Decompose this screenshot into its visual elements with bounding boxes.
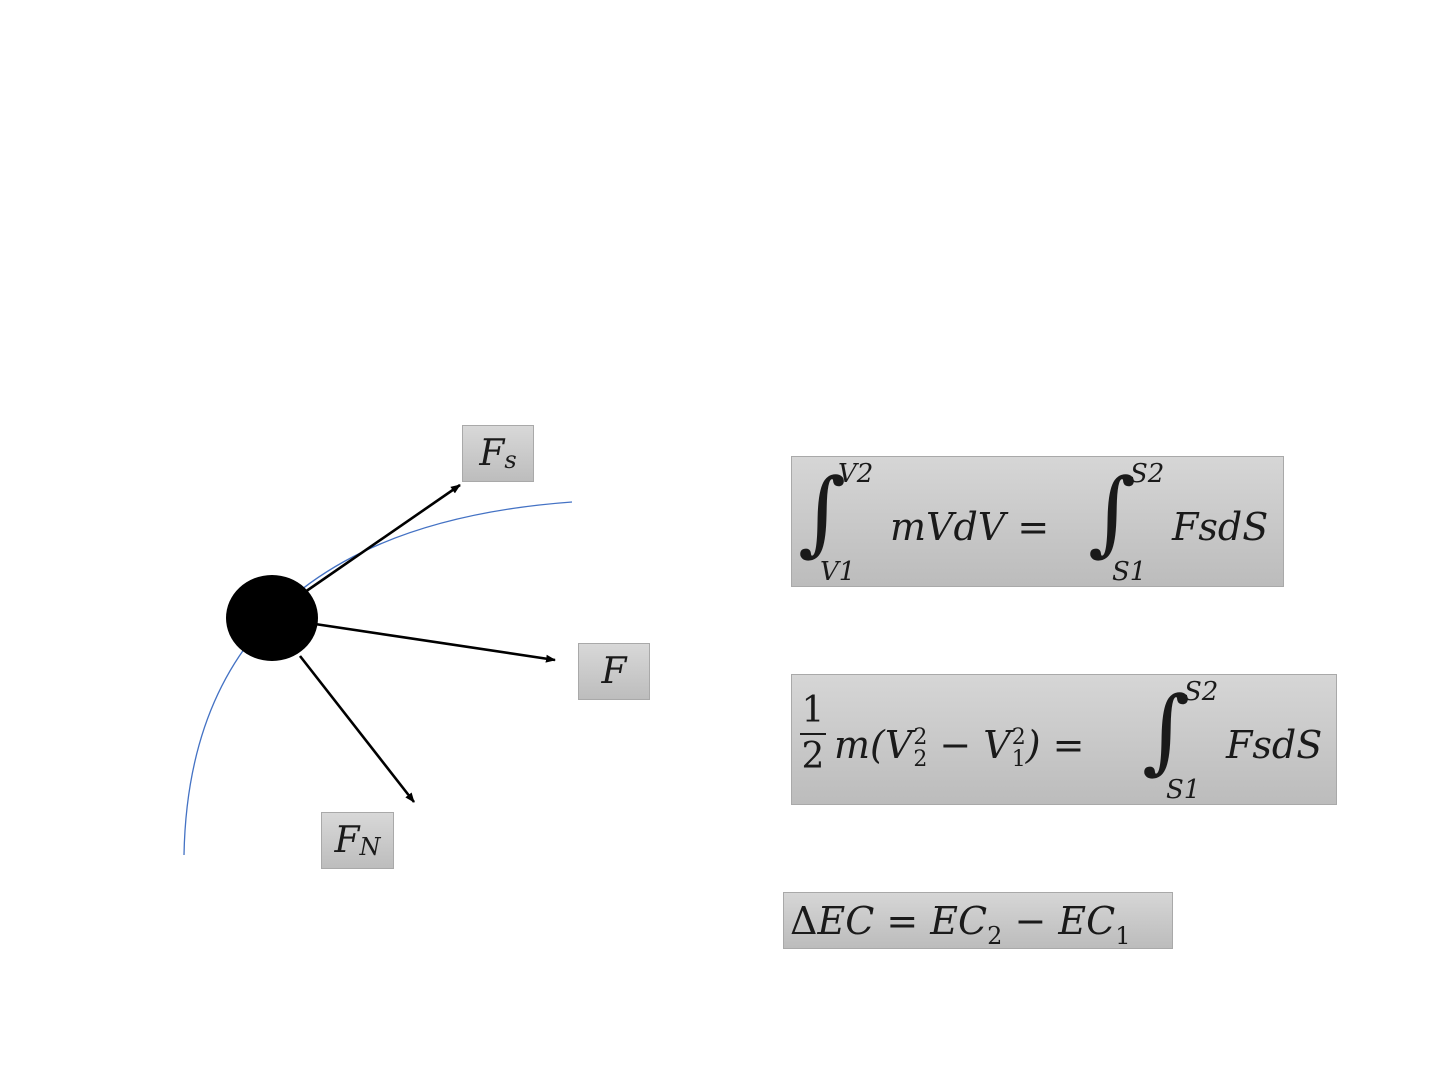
minus-ec: − EC bbox=[1002, 899, 1115, 943]
fraction-one-half: 1 2 bbox=[800, 693, 826, 775]
limit-upper: S2 bbox=[1184, 677, 1218, 707]
integral-sign-right: ∫ bbox=[1088, 467, 1136, 559]
limit-upper-right: S2 bbox=[1130, 459, 1164, 489]
equation-delta-ec: ΔEC = EC2 − EC1 bbox=[783, 892, 1173, 949]
label-fn-sub: N bbox=[359, 833, 380, 861]
integrand: FsdS bbox=[1226, 723, 1322, 767]
label-fs-sub: s bbox=[504, 446, 516, 474]
fraction-denominator: 2 bbox=[802, 739, 825, 775]
v2-sup: 2 bbox=[913, 727, 927, 749]
delta-ec-expression: ΔEC = EC2 − EC1 bbox=[790, 899, 1130, 943]
label-f: F bbox=[578, 643, 650, 700]
particle bbox=[226, 575, 318, 661]
minus-v: − V bbox=[927, 723, 1010, 767]
m-open: m(V bbox=[834, 723, 912, 767]
integrand-left: mVdV = bbox=[890, 505, 1049, 549]
v2-sub: 2 bbox=[913, 749, 927, 771]
tangential-force-arrow bbox=[305, 485, 460, 592]
fraction-numerator: 1 bbox=[802, 693, 825, 729]
ec-sub-2: 2 bbox=[987, 922, 1002, 950]
ec-lhs: EC = EC bbox=[817, 899, 987, 943]
limit-lower-left: V1 bbox=[820, 557, 855, 587]
integrand-right: FsdS bbox=[1172, 505, 1268, 549]
v1-sub: 1 bbox=[1012, 749, 1026, 771]
label-fs-main: F bbox=[479, 433, 504, 474]
curved-path bbox=[184, 502, 572, 855]
resultant-force-arrow bbox=[315, 624, 555, 660]
integral-sign: ∫ bbox=[1142, 685, 1190, 777]
label-fn-main: F bbox=[335, 820, 360, 861]
delta-symbol: Δ bbox=[790, 899, 817, 943]
normal-force-arrow bbox=[300, 656, 414, 802]
v1-sup: 2 bbox=[1012, 727, 1026, 749]
ec-sub-1: 1 bbox=[1115, 922, 1130, 950]
label-f-main: F bbox=[602, 651, 627, 692]
close-eq: ) = bbox=[1026, 723, 1085, 767]
equation-work-energy-integral: ∫ V2 V1 mVdV = ∫ S2 S1 FsdS bbox=[791, 456, 1284, 587]
fraction-bar bbox=[800, 733, 826, 735]
limit-lower-right: S1 bbox=[1112, 557, 1146, 587]
limit-upper-left: V2 bbox=[838, 459, 873, 489]
limit-lower: S1 bbox=[1166, 775, 1200, 805]
